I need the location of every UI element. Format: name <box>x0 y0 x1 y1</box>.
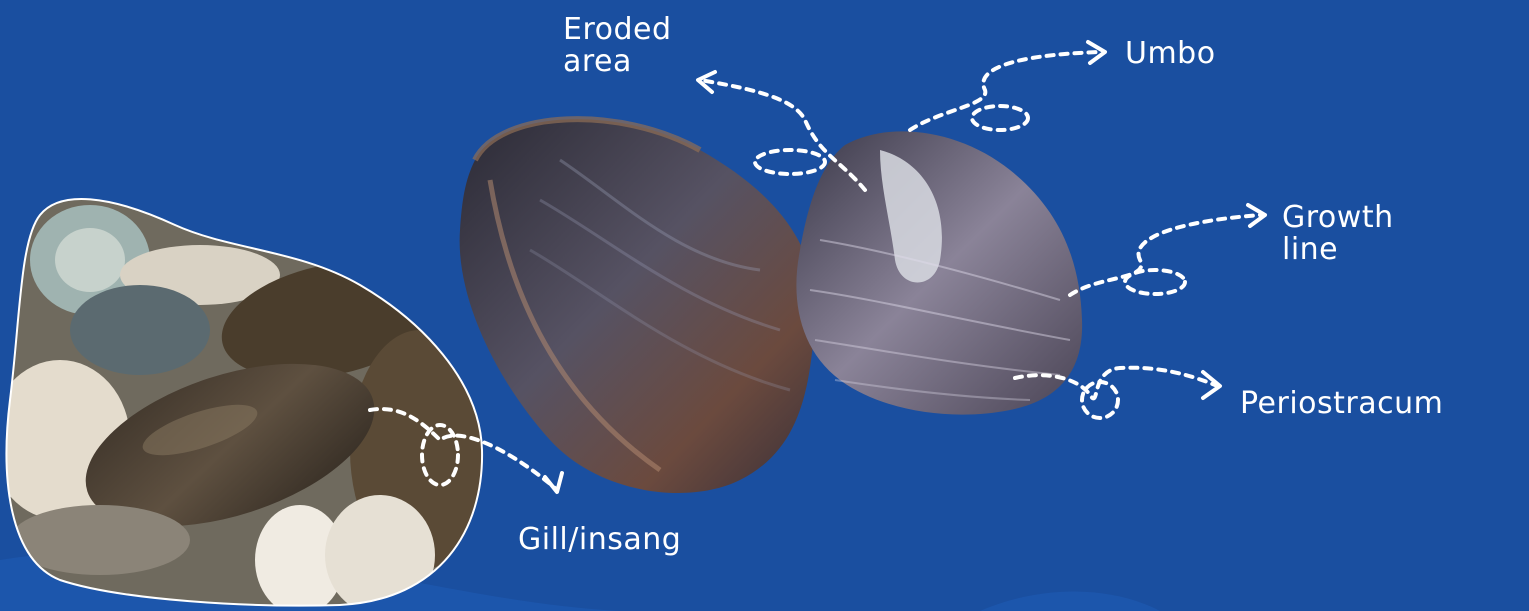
umbo-pointer <box>910 52 1100 130</box>
label-growth-line-line-2: line <box>1282 234 1394 266</box>
umbo-loop <box>972 106 1028 130</box>
label-gill: Gill/insang <box>518 524 681 556</box>
label-periostracum: Periostracum <box>1240 388 1443 420</box>
label-growth-line-line-1: Growth <box>1282 202 1394 234</box>
growth-line-loop <box>1125 270 1185 294</box>
growth-line-pointer <box>1070 215 1260 295</box>
periostracum-loop <box>1082 382 1118 418</box>
main-shell-photo <box>460 119 1082 493</box>
label-eroded-area-line-2: area <box>563 46 672 78</box>
inset-photo <box>0 190 490 611</box>
eroded-area-loop <box>755 150 825 174</box>
label-growth-line: Growth line <box>1282 202 1394 266</box>
label-eroded-area: Eroded area <box>563 14 672 78</box>
label-umbo: Umbo <box>1125 38 1216 70</box>
dashed-arrow-icon <box>545 473 562 492</box>
label-eroded-area-line-1: Eroded <box>563 14 672 46</box>
